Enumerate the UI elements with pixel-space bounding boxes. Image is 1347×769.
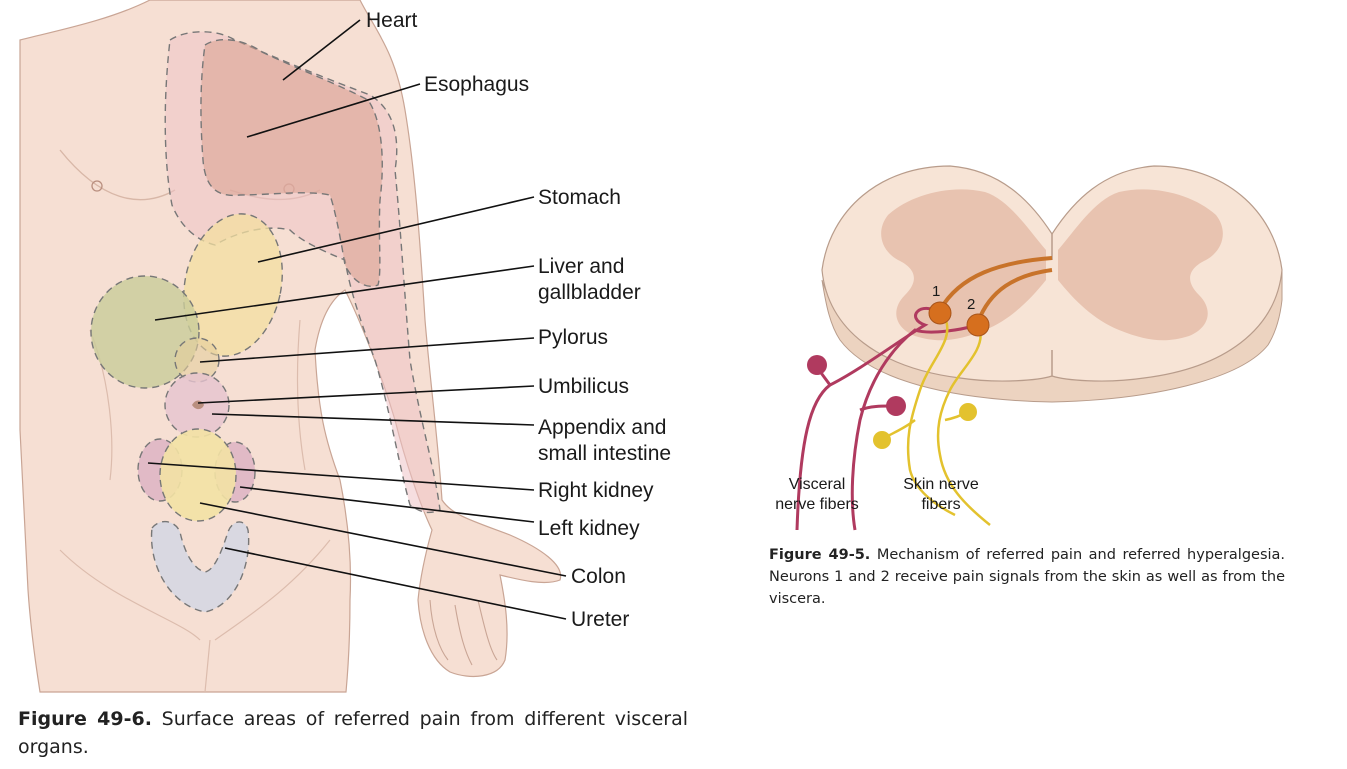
label-right-kidney: Right kidney bbox=[538, 479, 654, 502]
leader-lines bbox=[147, 19, 567, 620]
caption-49-6-label: Figure 49-6. bbox=[18, 708, 152, 730]
stomach-leader bbox=[257, 196, 535, 263]
esophagus-leader bbox=[246, 83, 421, 138]
label-esophagus: Esophagus bbox=[424, 73, 529, 96]
visceral-fiber-b bbox=[850, 323, 979, 531]
visceral-label-line2: nerve fibers bbox=[775, 496, 859, 513]
organ-labels: Heart Esophagus Stomach Liver and gallbl… bbox=[366, 9, 671, 631]
umbilicus-leader bbox=[197, 385, 535, 404]
torso-silhouette bbox=[19, 0, 562, 693]
caption-49-5-text: Mechanism of referred pain and referred … bbox=[769, 547, 1286, 607]
label-pylorus: Pylorus bbox=[538, 326, 608, 349]
tract-fiber-2 bbox=[976, 268, 1053, 323]
groin-line-right bbox=[214, 539, 331, 641]
label-liver-line1: Liver and bbox=[538, 255, 624, 278]
skin-fiber-a bbox=[906, 317, 956, 517]
pectoral-line bbox=[59, 149, 176, 201]
skin-label-line2: fibers bbox=[921, 496, 960, 513]
flank-line-right bbox=[296, 319, 306, 471]
neuron-2-label: 2 bbox=[967, 296, 975, 313]
liver-zone bbox=[90, 275, 200, 389]
body-figure bbox=[19, 0, 562, 693]
label-heart: Heart bbox=[366, 9, 418, 32]
neuron-1-label: 1 bbox=[932, 283, 940, 300]
midline bbox=[204, 639, 211, 693]
liver-leader bbox=[154, 265, 535, 321]
caption-figure-49-5: Figure 49-5. Mechanism of referred pain … bbox=[769, 544, 1285, 610]
visceral-label-line1: Visceral bbox=[789, 476, 846, 493]
label-left-kidney: Left kidney bbox=[538, 517, 640, 540]
caption-49-5-label: Figure 49-5. bbox=[769, 547, 871, 563]
label-liver-line2: gallbladder bbox=[538, 281, 641, 304]
gray-matter-left bbox=[881, 189, 1046, 341]
neuron-1 bbox=[928, 301, 952, 325]
label-colon: Colon bbox=[571, 565, 626, 588]
colon-zone bbox=[159, 428, 237, 522]
visceral-fiber-a bbox=[795, 306, 941, 531]
visceral-ending-1 bbox=[807, 355, 827, 375]
spinal-cord-diagram: 1 2 Visceral nerve fibers Skin nerve fib… bbox=[775, 165, 1283, 531]
ureter-leader bbox=[224, 547, 567, 620]
groin-line bbox=[59, 549, 201, 641]
tract-fiber-1 bbox=[938, 256, 1053, 311]
left-kidney-leader bbox=[239, 486, 535, 523]
esophagus-zone bbox=[200, 39, 383, 287]
fingers bbox=[429, 599, 498, 666]
right-kidney-leader bbox=[147, 462, 535, 491]
neuron-2 bbox=[966, 313, 990, 337]
label-ureter: Ureter bbox=[571, 608, 629, 631]
skin-label-line1: Skin nerve bbox=[903, 476, 979, 493]
caption-49-6-text: Surface areas of referred pain from diff… bbox=[18, 708, 688, 758]
appendix-leader bbox=[211, 413, 535, 426]
label-appendix-line2: small intestine bbox=[538, 442, 671, 465]
label-umbilicus: Umbilicus bbox=[538, 375, 629, 398]
ureter-zone bbox=[150, 521, 250, 613]
gray-matter-right bbox=[1058, 189, 1223, 341]
pylorus-leader bbox=[199, 337, 535, 363]
label-stomach: Stomach bbox=[538, 186, 621, 209]
visceral-ending-2 bbox=[886, 396, 906, 416]
skin-fiber-b bbox=[936, 329, 991, 526]
skin-ending-2 bbox=[959, 403, 977, 421]
nipple-left bbox=[91, 180, 103, 192]
label-appendix-line1: Appendix and bbox=[538, 416, 666, 439]
skin-ending-1 bbox=[873, 431, 891, 449]
caption-figure-49-6: Figure 49-6. Surface areas of referred p… bbox=[18, 705, 688, 761]
heart-leader bbox=[282, 19, 361, 81]
stomach-zone bbox=[183, 213, 283, 357]
colon-leader bbox=[199, 502, 567, 577]
